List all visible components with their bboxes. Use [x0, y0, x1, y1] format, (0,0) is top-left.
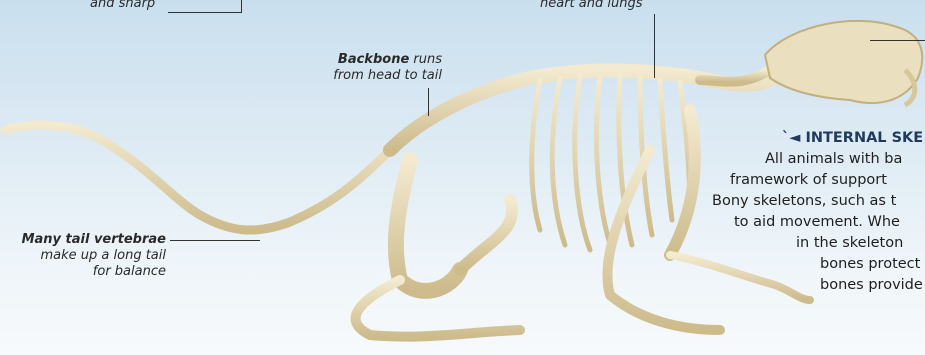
- panel-line-1: All animals with ba: [765, 149, 902, 170]
- leader-tail: [170, 240, 260, 241]
- caption-backbone-rest: runs: [409, 52, 442, 67]
- caption-backbone-line2: from head to tail: [333, 68, 442, 83]
- leader-backbone: [428, 88, 429, 116]
- caption-backbone-bold: Backbone: [338, 52, 409, 67]
- caption-tail: Many tail vertebrae make up a long tail …: [6, 232, 166, 280]
- caption-tail-bold: Many tail vertebrae: [22, 232, 166, 247]
- caption-tail-line2: make up a long tail: [41, 248, 167, 263]
- panel-line-3: Bony skeletons, such as t: [712, 191, 896, 212]
- caption-teeth-text: and sharp: [90, 0, 155, 11]
- panel-line-5: in the skeleton: [796, 233, 903, 254]
- leader-top-middle: [654, 14, 655, 78]
- panel-line-4: to aid movement. Whe: [734, 212, 900, 233]
- caption-backbone: Backbone runs from head to tail: [300, 52, 442, 84]
- panel-line-7: bones provide: [820, 275, 923, 296]
- panel-line-2: framework of support: [730, 170, 887, 191]
- leader-top-left-vert: [241, 0, 242, 13]
- panel-line-6: bones protect: [820, 254, 920, 275]
- caption-ribs-text: heart and lungs: [540, 0, 642, 11]
- caption-tail-line3: for balance: [93, 264, 166, 279]
- panel-title: `◄ INTERNAL SKE: [782, 128, 923, 149]
- caption-ribs: heart and lungs: [540, 0, 642, 12]
- internal-skeleton-panel: `◄ INTERNAL SKE All animals with ba fram…: [690, 128, 925, 355]
- caption-teeth: and sharp: [90, 0, 155, 12]
- leader-skull: [870, 40, 925, 41]
- leader-top-left: [168, 12, 242, 13]
